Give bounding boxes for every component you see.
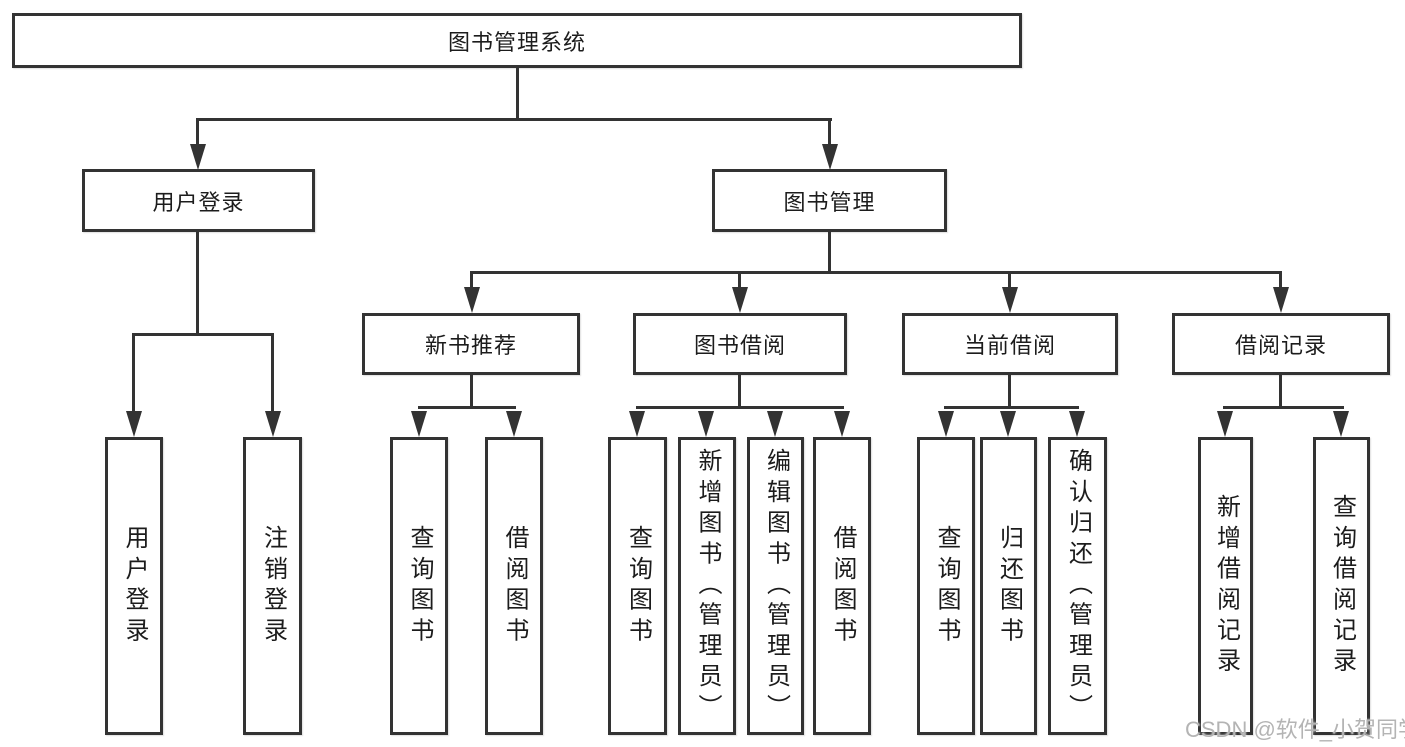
leaf-label: 借阅图书 <box>501 524 528 648</box>
arrowhead-down-icon <box>629 411 645 437</box>
arrowhead-down-icon <box>506 411 522 437</box>
connector-line <box>470 375 473 409</box>
leaf-label: 查询图书 <box>624 524 652 648</box>
arrowhead-down-icon <box>767 411 783 437</box>
connector-line <box>828 118 831 150</box>
node-label: 图书管理系统 <box>447 29 586 55</box>
leaf-logout: 注销登录 <box>243 437 302 735</box>
leaf-edit-book-admin: 编辑图书（管理员） <box>747 437 804 735</box>
connector-line <box>1008 375 1011 409</box>
connector-line <box>196 118 199 150</box>
connector-line <box>196 232 199 336</box>
connector-line <box>470 271 473 291</box>
leaf-query-borrow-record: 查询借阅记录 <box>1313 437 1370 735</box>
leaf-label: 查询借阅记录 <box>1328 493 1356 679</box>
arrowhead-down-icon <box>1000 411 1016 437</box>
connector-line <box>470 271 1282 274</box>
connector-line <box>944 406 1079 409</box>
arrowhead-down-icon <box>732 287 748 313</box>
arrowhead-down-icon <box>834 411 850 437</box>
connector-line <box>738 271 741 291</box>
connector-line <box>132 333 274 336</box>
arrowhead-down-icon <box>938 411 954 437</box>
node-label: 用户登录 <box>152 189 245 215</box>
leaf-borrow-books-recommend: 借阅图书 <box>485 437 543 735</box>
connector-line <box>196 118 832 121</box>
leaf-label: 借阅图书 <box>829 524 856 648</box>
leaf-user-login: 用户登录 <box>105 437 163 735</box>
arrowhead-down-icon <box>190 144 206 170</box>
leaf-add-book-admin: 新增图书（管理员） <box>678 437 736 735</box>
leaf-query-books-recommend: 查询图书 <box>390 437 448 735</box>
arrowhead-down-icon <box>1069 411 1085 437</box>
node-book-management: 图书管理 <box>712 169 947 232</box>
arrowhead-down-icon <box>411 411 427 437</box>
watermark: CSDN @软件_小贺同学 <box>1185 717 1405 742</box>
leaf-query-books-current: 查询图书 <box>917 437 975 735</box>
arrowhead-down-icon <box>464 287 480 313</box>
connector-line <box>271 333 274 413</box>
connector-line <box>516 68 519 120</box>
node-label: 当前借阅 <box>963 333 1056 358</box>
arrowhead-down-icon <box>1273 287 1289 313</box>
leaf-confirm-return-admin: 确认归还（管理员） <box>1048 437 1107 735</box>
node-new-book-recommend: 新书推荐 <box>362 313 580 375</box>
arrowhead-down-icon <box>126 411 142 437</box>
leaf-label: 新增图书（管理员） <box>694 447 721 725</box>
leaf-borrow-books-borrowing: 借阅图书 <box>813 437 871 735</box>
connector-line <box>636 406 844 409</box>
node-label: 新书推荐 <box>424 333 517 358</box>
node-borrowing-records: 借阅记录 <box>1172 313 1390 375</box>
leaf-query-books-borrowing: 查询图书 <box>608 437 667 735</box>
leaf-add-borrow-record: 新增借阅记录 <box>1198 437 1253 735</box>
node-label: 借阅记录 <box>1234 333 1327 358</box>
leaf-label: 注销登录 <box>259 524 287 648</box>
arrowhead-down-icon <box>265 411 281 437</box>
arrowhead-down-icon <box>1217 411 1233 437</box>
leaf-label: 用户登录 <box>121 524 148 648</box>
connector-line <box>1008 271 1011 291</box>
leaf-label: 编辑图书（管理员） <box>762 447 790 725</box>
connector-line <box>132 333 135 413</box>
leaf-label: 新增借阅记录 <box>1212 493 1240 679</box>
leaf-return-book: 归还图书 <box>980 437 1037 735</box>
arrowhead-down-icon <box>822 144 838 170</box>
node-book-borrowing: 图书借阅 <box>633 313 847 375</box>
connector-line <box>1279 271 1282 291</box>
arrowhead-down-icon <box>698 411 714 437</box>
connector-line <box>738 375 741 409</box>
connector-line <box>418 406 516 409</box>
leaf-label: 查询图书 <box>406 524 433 648</box>
node-label: 图书借阅 <box>693 333 786 358</box>
leaf-label: 归还图书 <box>995 524 1023 648</box>
node-library-management-system: 图书管理系统 <box>12 13 1022 68</box>
node-label: 图书管理 <box>783 189 876 215</box>
leaf-label: 确认归还（管理员） <box>1064 447 1092 725</box>
node-user-login: 用户登录 <box>82 169 315 232</box>
leaf-label: 查询图书 <box>933 524 960 648</box>
node-current-borrowing: 当前借阅 <box>902 313 1118 375</box>
arrowhead-down-icon <box>1002 287 1018 313</box>
connector-line <box>1279 375 1282 409</box>
arrowhead-down-icon <box>1333 411 1349 437</box>
connector-line <box>1223 406 1344 409</box>
connector-line <box>828 232 831 274</box>
